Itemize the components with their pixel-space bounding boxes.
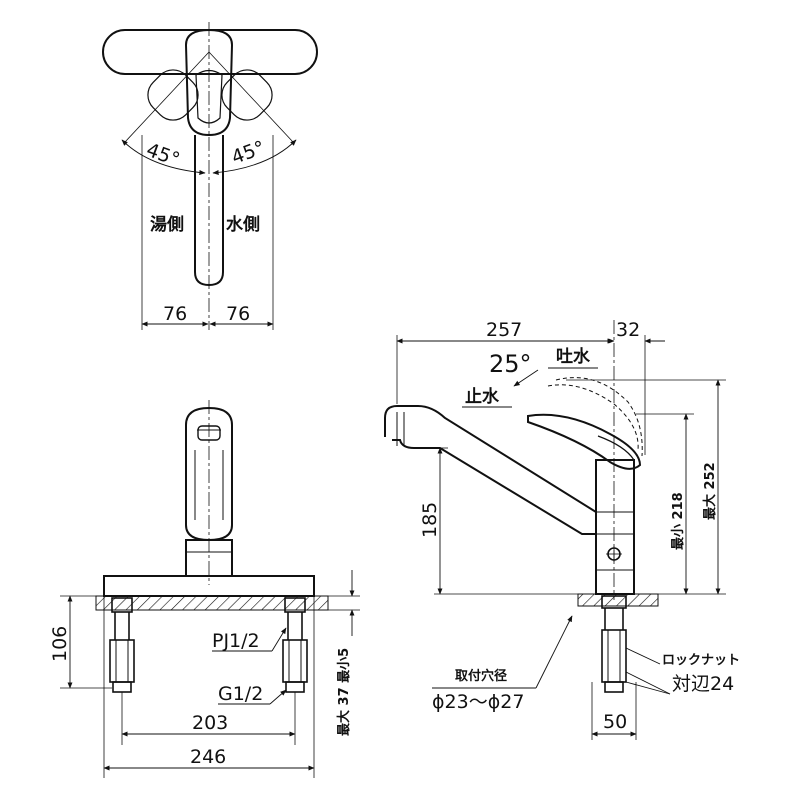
- lever-head: [184, 28, 234, 137]
- angle-left-label: 45°: [143, 139, 182, 171]
- side-view: 257 32 25° 吐水 止水 185 最小 218 最大 252 取付穴径 …: [384, 319, 740, 740]
- lever-ghost-left: [147, 69, 199, 121]
- body-side: [595, 459, 635, 595]
- lock-nut: [601, 629, 627, 683]
- g-label: G1/2: [218, 683, 263, 705]
- dim-203: 203: [192, 712, 228, 734]
- across-flats-label: 対辺24: [672, 673, 734, 695]
- counter-side: [577, 593, 659, 607]
- spout-water-label: 吐水: [556, 346, 591, 367]
- stop-water-label: 止水: [465, 386, 500, 407]
- spout-side: [384, 405, 597, 535]
- dim-246: 246: [190, 746, 226, 768]
- handle-paddle: [102, 29, 318, 75]
- lock-nut-label: ロックナット: [662, 653, 740, 668]
- dim-76-left: 76: [163, 303, 187, 325]
- handle-side: [527, 413, 642, 470]
- min-218-label: 最小 218: [671, 492, 686, 550]
- counter-top: [95, 595, 329, 611]
- handle-ghost: [547, 384, 639, 451]
- dim-50: 50: [603, 711, 627, 733]
- dim-257: 257: [486, 319, 522, 341]
- counter-thickness-label: 最大 37 最小5: [336, 648, 352, 736]
- top-view: 45° 45° 湯側 水側 76 76: [102, 22, 318, 330]
- max-252-label: 最大 252: [702, 462, 718, 520]
- lever-ghost-right: [221, 69, 273, 121]
- supply-pipe-right: [282, 597, 308, 693]
- front-view: 106 PJ1/2 G1/2 203 246 最大 37 最小5: [49, 400, 360, 778]
- dim-32: 32: [616, 319, 640, 341]
- mount-hole-label: 取付穴径: [455, 668, 507, 684]
- dim-106: 106: [49, 626, 71, 662]
- hot-side-label: 湯側: [150, 214, 184, 235]
- dim-185: 185: [419, 502, 441, 538]
- pj-label: PJ1/2: [212, 630, 260, 652]
- dim-76-right: 76: [226, 303, 250, 325]
- supply-pipe-left: [109, 597, 135, 693]
- spout-front: [185, 406, 233, 542]
- cold-side-label: 水側: [226, 214, 260, 235]
- mount-hole-value: ϕ23～ϕ27: [432, 691, 524, 713]
- angle-25-label: 25°: [489, 350, 532, 378]
- angle-right-label: 45°: [229, 137, 268, 169]
